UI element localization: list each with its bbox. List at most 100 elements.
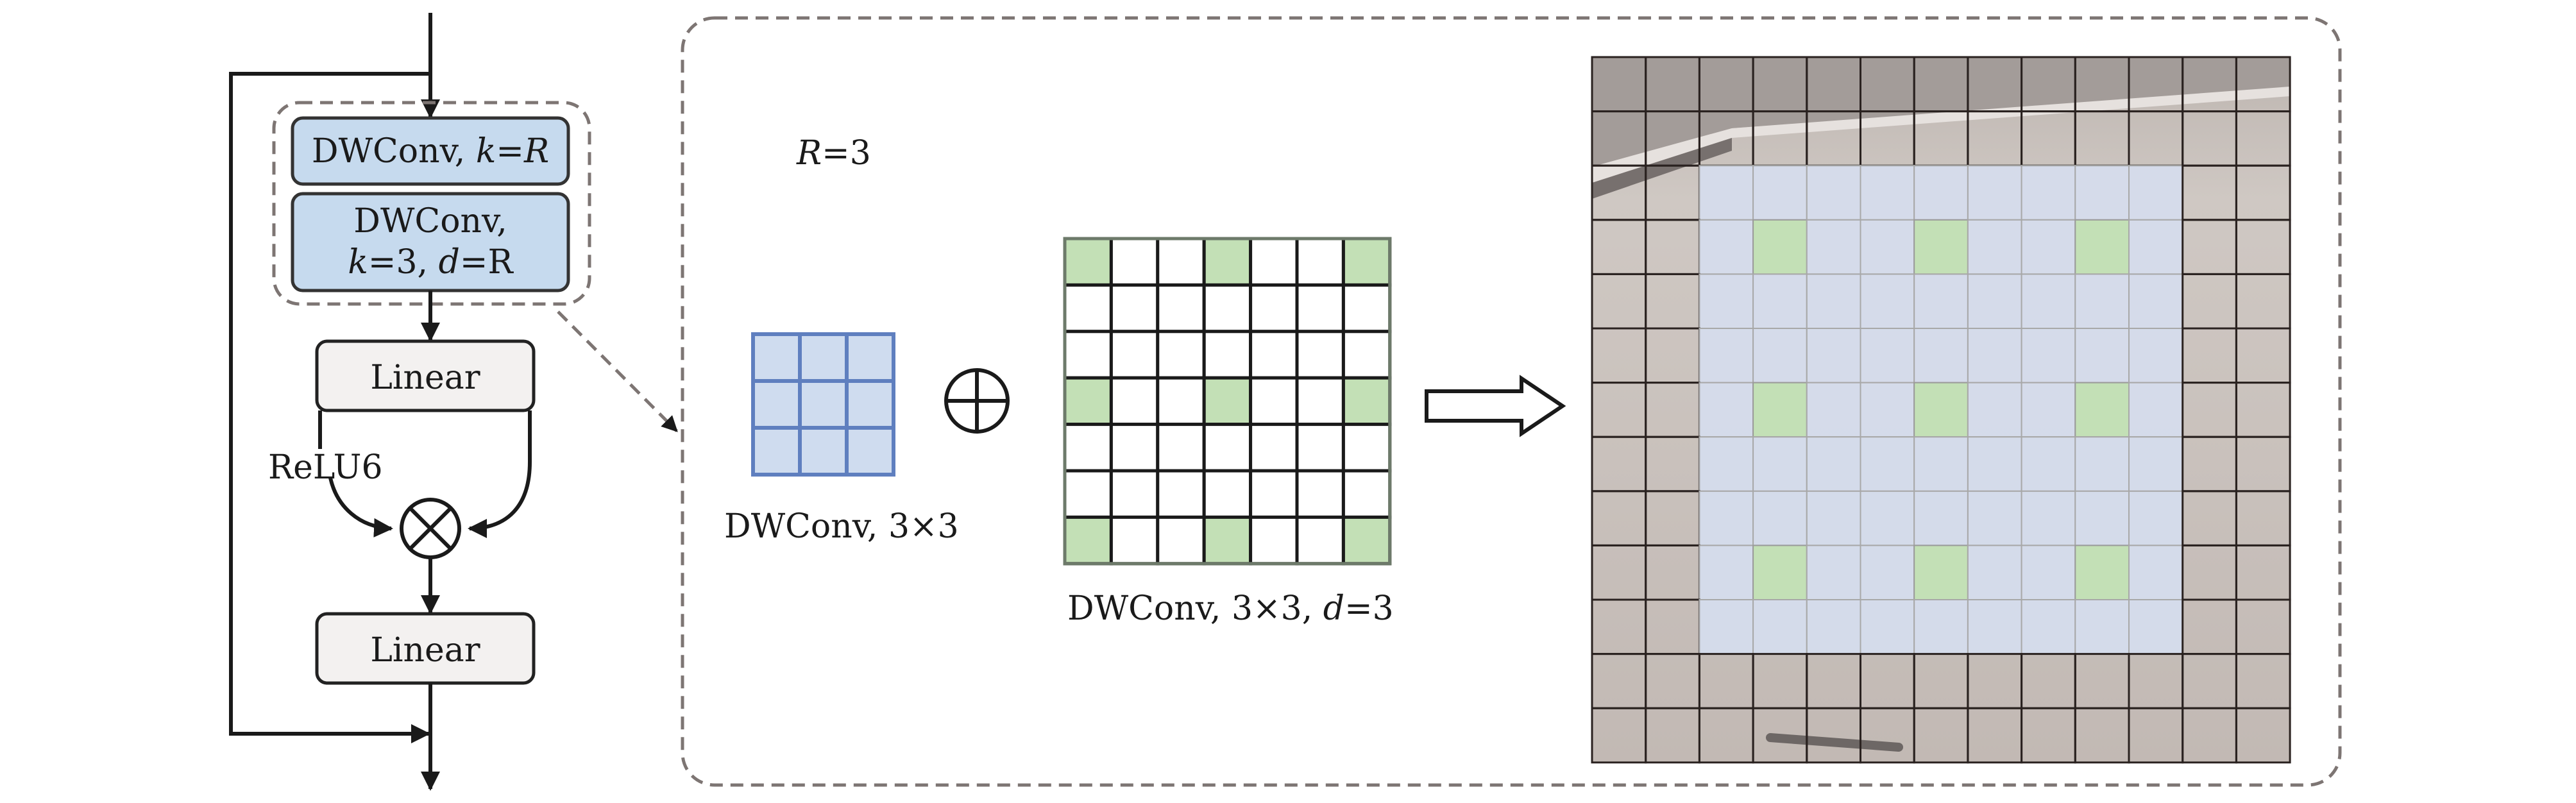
receptive-field-cell (2128, 273, 2183, 329)
dilated-kernel-cell (1249, 376, 1299, 427)
dilated-kernel-label: DWConv, 3×3, d=3 (1067, 589, 1394, 628)
dilated-kernel-cell (1249, 515, 1299, 566)
receptive-field-cell (1699, 436, 1754, 492)
dilated-kernel-cell (1341, 283, 1392, 334)
dilated-kernel-cell (1295, 469, 1345, 519)
receptive-field-cell (1752, 273, 1808, 329)
receptive-field-cell (1860, 490, 1915, 546)
receptive-field-cell (1967, 599, 2022, 655)
dilated-kernel-cell (1156, 330, 1206, 380)
dilated-kernel-cell (1109, 515, 1160, 566)
receptive-field-cell (2128, 328, 2183, 384)
receptive-field-cell (1752, 436, 1808, 492)
receptive-field-cell (1967, 436, 2022, 492)
add-icon (944, 368, 1010, 434)
dwconv-k-label: DWConv, k=R (312, 132, 549, 171)
dilated-kernel-active-cell (1341, 376, 1392, 427)
dilated-kernel-active-cell (1063, 515, 1113, 566)
dilated-kernel-cell (1109, 423, 1160, 473)
receptive-field-cell (1860, 328, 1915, 384)
dilated-kernel-cell (1202, 330, 1253, 380)
receptive-field-active-cell (2074, 545, 2130, 601)
receptive-field-cell (2128, 545, 2183, 601)
receptive-field-cell (1806, 545, 1861, 601)
receptive-field-cell (2021, 219, 2076, 275)
kernel-cell (845, 332, 895, 383)
receptive-field-cell (1806, 219, 1861, 275)
dilated-kernel-cell (1295, 330, 1345, 380)
dilated-kernel-cell (1109, 376, 1160, 427)
detail-dashed-box (681, 16, 2342, 787)
receptive-field-cell (1967, 273, 2022, 329)
receptive-field-cell (1913, 273, 1969, 329)
receptive-field-cell (1806, 165, 1861, 221)
dilated-kernel-cell (1156, 283, 1206, 334)
receptive-field-cell (2074, 273, 2130, 329)
receptive-field-cell (2074, 490, 2130, 546)
receptive-field-cell (1860, 219, 1915, 275)
kernel-cell (751, 332, 802, 383)
receptive-field-cell (2074, 165, 2130, 221)
small-kernel-label: DWConv, 3×3 (724, 507, 959, 546)
receptive-field-active-cell (1752, 219, 1808, 275)
linear1-box (315, 339, 536, 412)
receptive-field-cell (1699, 165, 1754, 221)
r-value-label: R=3 (796, 134, 871, 173)
receptive-field-active-cell (2074, 382, 2130, 438)
receptive-field-cell (1699, 328, 1754, 384)
dilated-kernel-cell (1109, 469, 1160, 519)
dilated-kernel-cell (1341, 330, 1392, 380)
dilated-kernel-cell (1295, 423, 1345, 473)
dilated-kernel-cell (1063, 423, 1113, 473)
hollow-right-arrow-icon (1425, 375, 1566, 437)
dilated-kernel-active-cell (1202, 376, 1253, 427)
receptive-field-cell (2074, 328, 2130, 384)
dilated-kernel-cell (1249, 469, 1299, 519)
receptive-field-cell (1860, 599, 1915, 655)
receptive-field-cell (2128, 436, 2183, 492)
receptive-field-cell (1699, 273, 1754, 329)
receptive-field-active-cell (1913, 382, 1969, 438)
dilated-kernel-cell (1063, 469, 1113, 519)
dilated-kernel-cell (1109, 237, 1160, 287)
receptive-field-cell (1699, 382, 1754, 438)
detail-panel: R=3 DWConv, 3×3 DWConv, 3×3, d=3 (681, 16, 2342, 787)
receptive-field-cell (1860, 273, 1915, 329)
dilated-kernel-cell (1295, 237, 1345, 287)
receptive-field-cell (1806, 273, 1861, 329)
dilated-kernel-cell (1295, 283, 1345, 334)
dilated-kernel-cell (1109, 330, 1160, 380)
receptive-field-cell (2021, 273, 2076, 329)
dilated-kernel-grid (1063, 237, 1392, 566)
receptive-field-cell (1860, 382, 1915, 438)
receptive-field-cell (1806, 328, 1861, 384)
dilated-kernel-cell (1249, 330, 1299, 380)
kernel-cell (845, 426, 895, 477)
dilated-kernel-cell (1156, 469, 1206, 519)
receptive-field-cell (2021, 599, 2076, 655)
receptive-field-cell (1967, 328, 2022, 384)
receptive-field-cell (1699, 490, 1754, 546)
receptive-field-cell (1806, 490, 1861, 546)
kernel-cell (751, 379, 802, 430)
receptive-field-cell (1913, 328, 1969, 384)
receptive-field-cell (2074, 436, 2130, 492)
multiply-icon (400, 498, 461, 559)
dilated-kernel-active-cell (1341, 515, 1392, 566)
receptive-field-image (1591, 56, 2291, 764)
dwconv-dilated-label-line1: DWConv, (353, 202, 507, 241)
dwconv-dilated-label-line2: k=3, d=R (348, 243, 514, 282)
receptive-field-cell (1967, 165, 2022, 221)
kernel-cell (751, 426, 802, 477)
dilated-kernel-cell (1249, 283, 1299, 334)
receptive-field-cell (1913, 490, 1969, 546)
receptive-field-cell (2021, 328, 2076, 384)
receptive-field-cell (2074, 599, 2130, 655)
receptive-field-cell (1806, 599, 1861, 655)
dilated-kernel-cell (1063, 330, 1113, 380)
dilated-kernel-cell (1156, 515, 1206, 566)
dilated-kernel-cell (1202, 469, 1253, 519)
dilated-kernel-cell (1156, 376, 1206, 427)
dilated-kernel-active-cell (1202, 515, 1253, 566)
receptive-field-cell (1752, 599, 1808, 655)
